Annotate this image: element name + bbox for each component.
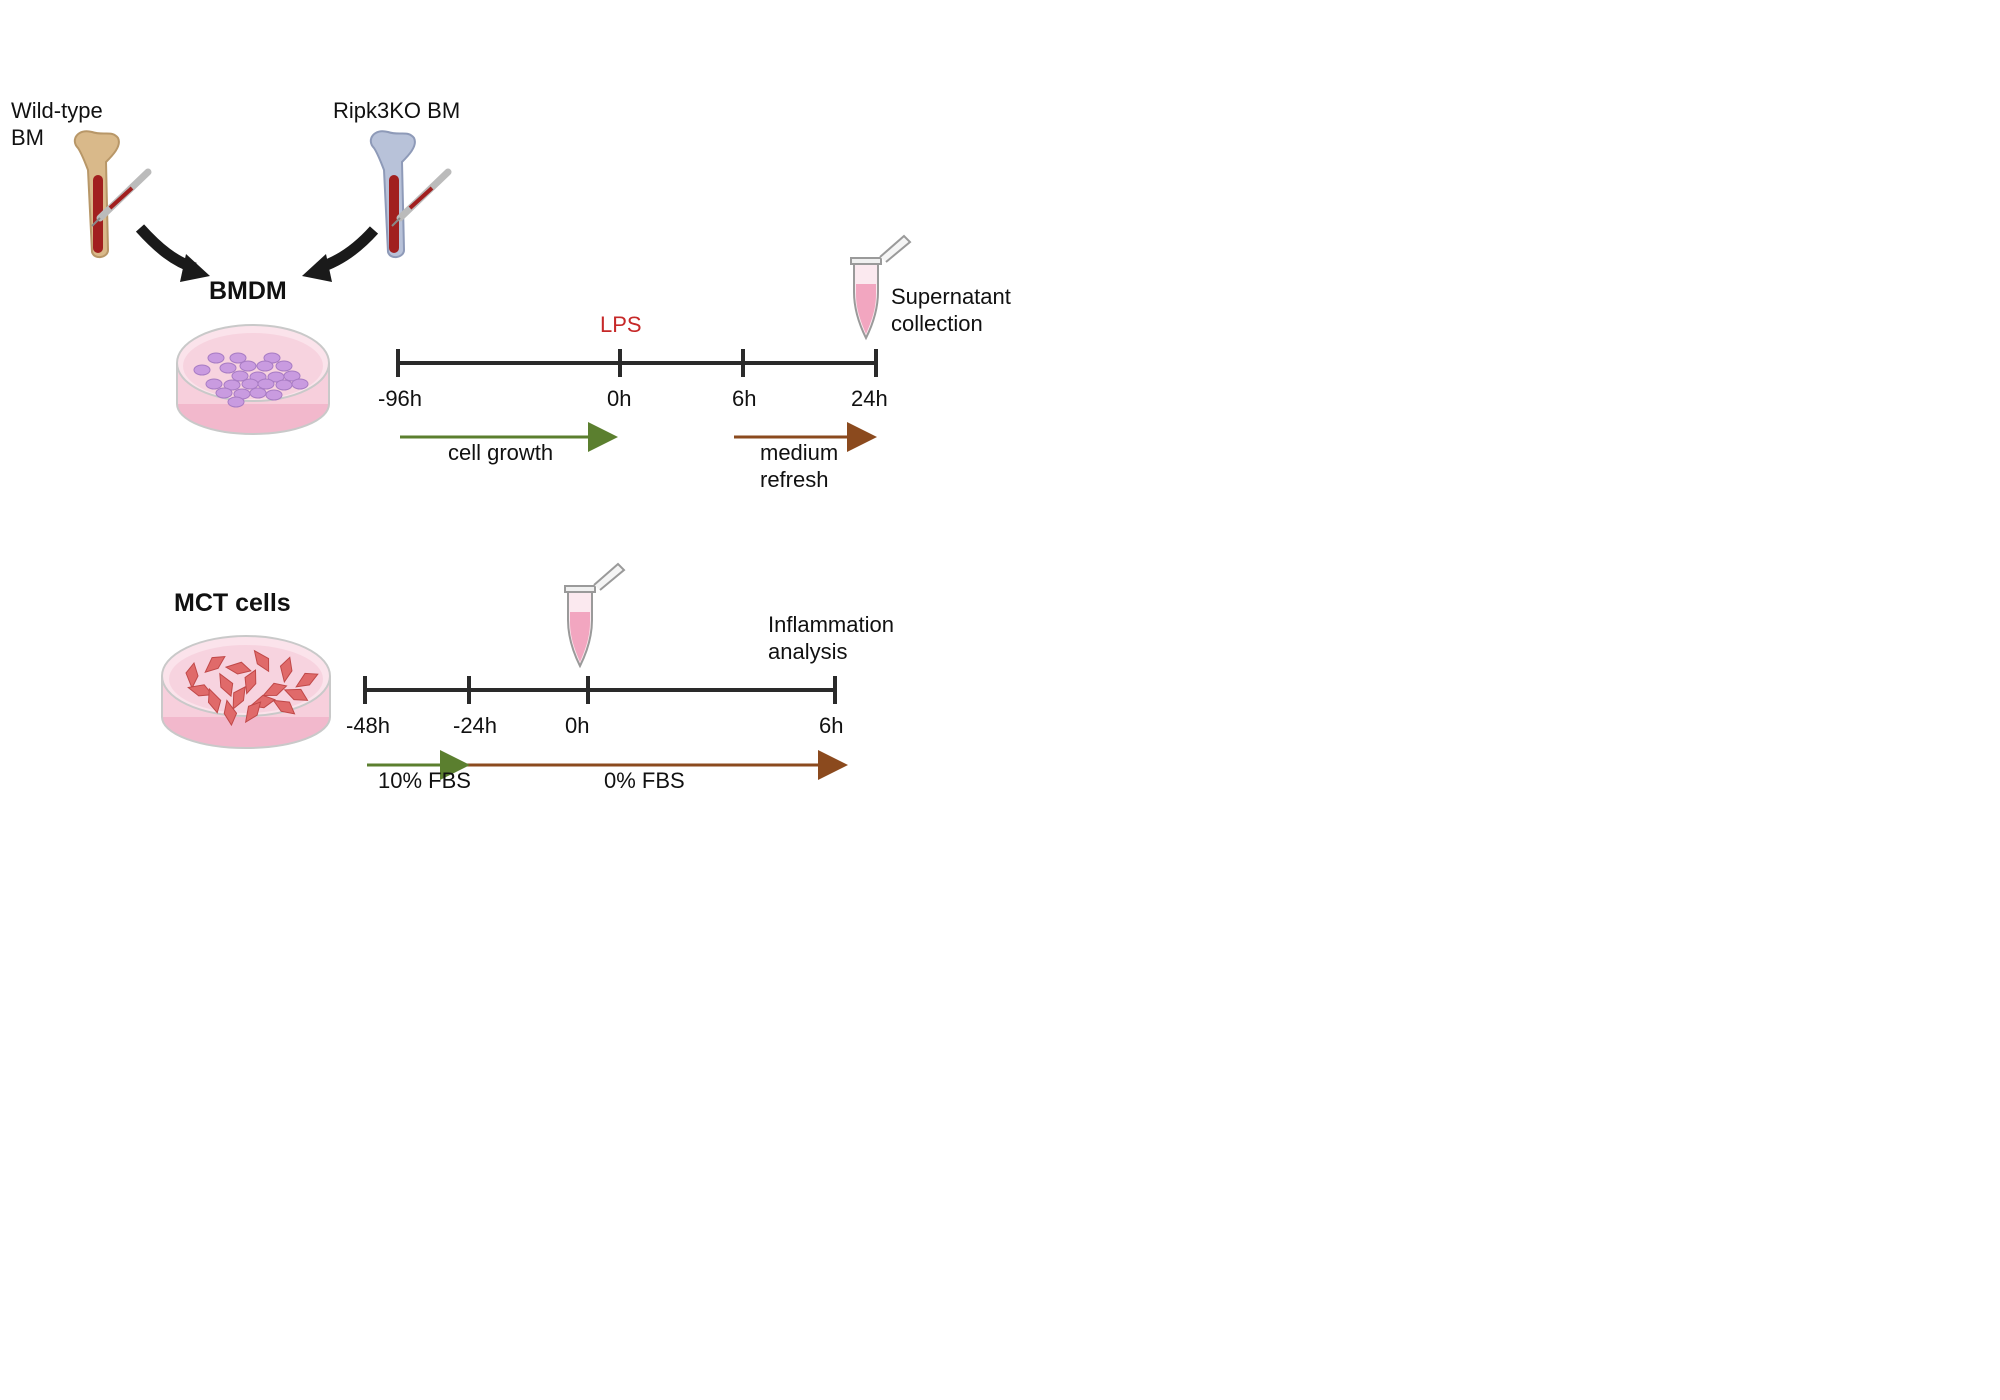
cell-growth-label: cell growth: [448, 440, 554, 465]
sample-tube-icon: [564, 562, 626, 669]
macrophage-cell: [227, 396, 245, 408]
diagram-canvas: [73, 130, 912, 780]
curved-arrow-left-head: [180, 254, 210, 282]
mct-tick-label: -24h: [453, 713, 498, 738]
epithelial-cell: [224, 661, 252, 675]
epithelial-cell: [223, 699, 238, 727]
bmdm-tick-label: -96h: [378, 386, 423, 411]
epithelial-cell: [244, 669, 257, 695]
mct-timeline-axis: [363, 676, 837, 704]
syringe-icon: [391, 168, 452, 227]
epithelial-cell: [244, 701, 262, 724]
knockout-bone-icon: [369, 130, 416, 258]
macrophage-cell: [283, 370, 301, 382]
macrophage-cell: [219, 362, 237, 374]
epithelial-cell: [272, 699, 296, 715]
epithelial-cell: [232, 686, 246, 711]
macrophage-cell: [275, 360, 293, 372]
macrophage-cell: [207, 352, 225, 364]
macrophage-cell: [229, 352, 247, 364]
supernatant-collection-label: Supernatant collection: [891, 284, 1011, 336]
lps-label: LPS: [600, 312, 642, 337]
curved-arrow-right-head: [302, 254, 332, 282]
macrophage-cell: [231, 370, 249, 382]
macrophage-cell: [265, 389, 283, 401]
mct-tick-label: -48h: [346, 713, 391, 738]
macrophage-cell: [205, 378, 223, 390]
bmdm-tick-label: 0h: [607, 386, 632, 411]
ten-fbs-label: 10% FBS: [378, 768, 471, 793]
syringe-icon: [91, 168, 152, 227]
supernatant-tube-icon: [850, 234, 912, 341]
bmdm-petri-dish-icon: [176, 324, 330, 435]
macrophage-cell: [291, 378, 309, 390]
bmdm-title: BMDM: [209, 277, 287, 305]
wild-type-bm-label: Wild-type BM: [11, 98, 103, 150]
epithelial-cell: [283, 688, 309, 701]
epithelial-cell: [207, 687, 222, 714]
ripk3ko-bm-label: Ripk3KO BM: [333, 98, 461, 123]
macrophage-cell: [249, 387, 267, 399]
macrophage-cell: [257, 378, 275, 390]
macrophage-cell: [241, 378, 259, 390]
bmdm-tick-label: 6h: [732, 386, 757, 411]
macrophage-cell: [193, 364, 211, 376]
wild-type-bone-icon: [73, 130, 120, 258]
macrophage-cell: [223, 379, 241, 391]
macrophage-cell: [256, 360, 274, 372]
epithelial-cell: [295, 672, 319, 688]
epithelial-cell: [219, 672, 234, 698]
epithelial-cell: [262, 682, 288, 696]
epithelial-cell: [204, 656, 226, 673]
bmdm-timeline-axis: [396, 349, 878, 377]
epithelial-cell: [185, 661, 199, 690]
epithelial-cell: [279, 656, 293, 684]
mct-cells-title: MCT cells: [174, 589, 291, 617]
macrophage-cell: [215, 387, 233, 399]
mct-tick-label: 0h: [565, 713, 590, 738]
bmdm-tick-label: 24h: [851, 386, 888, 411]
macrophage-cell: [239, 360, 257, 372]
epithelial-cell: [253, 649, 270, 673]
mct-petri-dish-icon: [161, 635, 331, 749]
inflammation-analysis-label: Inflammation analysis: [768, 612, 894, 664]
medium-refresh-label: medium refresh: [760, 440, 839, 492]
macrophage-cell: [275, 379, 293, 391]
zero-fbs-label: 0% FBS: [604, 768, 685, 793]
mct-tick-label: 6h: [819, 713, 844, 738]
